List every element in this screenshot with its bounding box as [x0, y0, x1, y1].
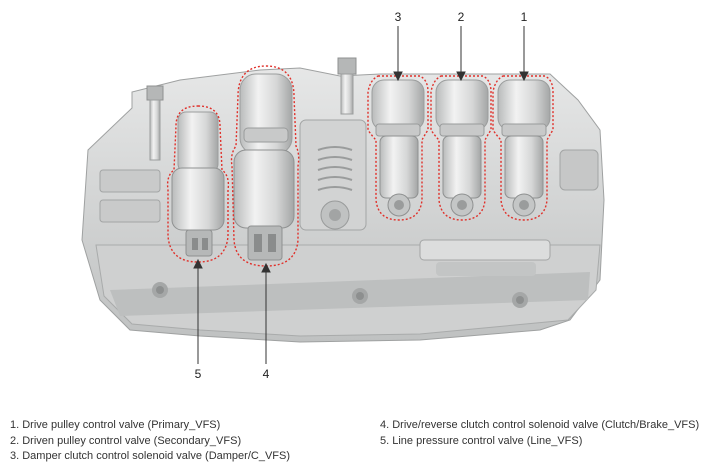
- legend-column-right: 4. Drive/reverse clutch control solenoid…: [380, 418, 699, 449]
- arrowhead-5: [193, 258, 203, 269]
- legend-item-3: 3. Damper clutch control solenoid valve …: [10, 450, 291, 463]
- highlight-outline-3: [367, 75, 429, 221]
- legend-item-4: 4. Drive/reverse clutch control solenoid…: [380, 419, 700, 431]
- solenoid-line-vfs: [171, 111, 225, 257]
- callout-number-5: 5: [195, 367, 202, 381]
- solenoid-damper-c-vfs: [371, 79, 425, 217]
- callout-number-4: 4: [263, 367, 270, 381]
- arrowhead-4: [261, 262, 271, 273]
- legend-item-2: 2. Driven pulley control valve (Secondar…: [10, 434, 242, 447]
- arrowhead-3: [393, 71, 403, 82]
- callout-number-1: 1: [521, 10, 528, 24]
- solenoid-secondary-vfs: [435, 79, 489, 217]
- legend-column-left: 1. Drive pulley control valve (Primary_V…: [10, 418, 290, 465]
- solenoid-primary-vfs: [497, 79, 551, 217]
- mounting-bolts: [146, 57, 357, 161]
- highlight-outline-2: [430, 75, 492, 221]
- legend-item-5: 5. Line pressure control valve (Line_VFS…: [380, 434, 583, 447]
- callout-number-2: 2: [458, 10, 465, 24]
- legend-item-1: 1. Drive pulley control valve (Primary_V…: [10, 419, 221, 431]
- highlight-outline-1: [492, 75, 554, 221]
- arrowhead-1: [519, 71, 529, 82]
- arrowhead-2: [456, 71, 466, 82]
- callout-number-3: 3: [395, 10, 402, 24]
- valve-body-illustration: 3 2 1 5 4: [81, 10, 605, 381]
- solenoid-clutch-brake-vfs: [233, 73, 295, 261]
- highlight-outline-5: [166, 105, 230, 263]
